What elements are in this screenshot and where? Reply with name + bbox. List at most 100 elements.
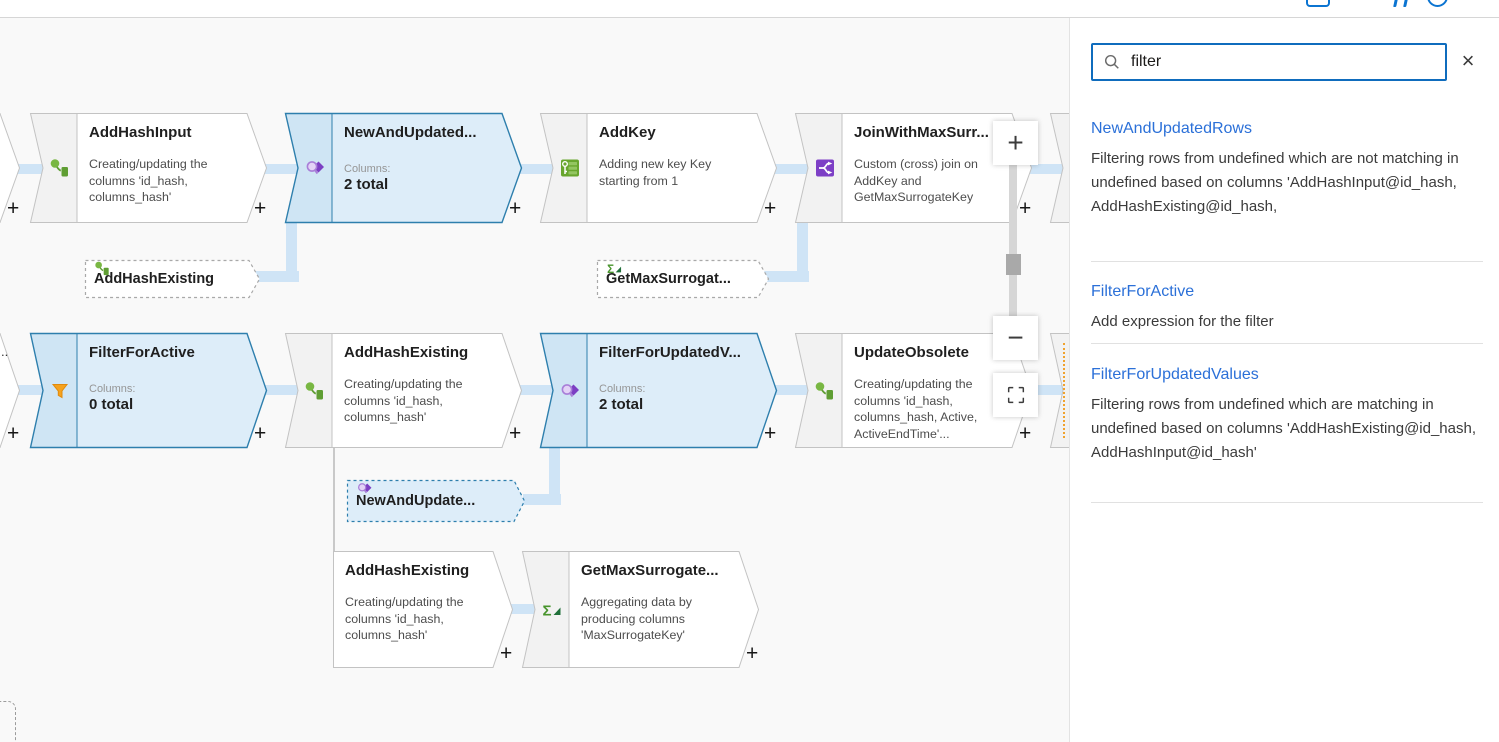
node-columns-value: 0 total [89,396,134,413]
exists-transformation-icon [561,383,579,397]
stream-connector [1030,164,1065,174]
derived-transformation-icon [305,381,323,399]
join-transformation-icon [816,159,834,177]
stream-connector [760,164,810,174]
search-result-description: Add expression for the filter [1091,313,1274,330]
graph-node-newandupdated-[interactable]: NewAndUpdated...Columns:2 total [284,112,523,224]
derived-transformation-icon [95,261,109,276]
branch-connector [333,448,335,551]
node-title: FilterForActive [89,344,195,361]
search-input[interactable] [1131,45,1445,79]
graph-node-joinwithmaxsurr-[interactable]: JoinWithMaxSurr...Custom (cross) join on… [794,113,1033,223]
fit-to-screen-button[interactable] [993,373,1038,417]
stream-connector [250,164,300,174]
derived-transformation-icon [815,381,833,399]
badge-label: AddHashExisting [94,271,215,287]
search-icon [1104,54,1119,69]
filter-transformation-icon [51,383,69,398]
node-title: GetMaxSurrogate... [581,562,719,579]
add-transformation-button[interactable]: + [500,642,513,665]
node-description: Creating/updating the columns 'id_hash, … [89,157,208,204]
stream-connector [503,604,538,614]
search-box[interactable] [1091,43,1447,81]
minus-icon: − [1007,322,1024,353]
stream-connector [3,385,45,395]
truncated-node-label: .. [1,344,9,359]
stream-connector [3,164,45,174]
node-title: AddKey [599,124,656,141]
add-transformation-button[interactable]: + [7,422,20,445]
add-transformation-button[interactable]: + [1019,422,1032,445]
node-columns-value: 2 total [599,396,644,413]
graph-node-partial[interactable] [1049,113,1069,223]
close-icon[interactable]: × [1461,48,1475,73]
stream-connector [760,385,810,395]
svg-text:Σ: Σ [543,602,552,619]
badge-label: NewAndUpdate... [356,493,476,509]
add-transformation-button[interactable]: + [254,422,267,445]
stream-connector [505,385,555,395]
search-result-link[interactable]: NewAndUpdatedRows [1091,120,1252,137]
node-columns-label: Columns: [89,383,136,395]
divider [1091,502,1483,503]
stream-connector [523,494,561,505]
node-title: FilterForUpdatedV... [599,344,741,361]
node-description: Creating/updating the columns 'id_hash, … [344,377,463,424]
add-transformation-button[interactable]: + [764,197,777,220]
search-result: FilterForActive Add expression for the f… [1091,283,1483,334]
add-transformation-button[interactable]: + [764,422,777,445]
graph-node-filterforupdatedv-[interactable]: FilterForUpdatedV... Columns:2 total [539,332,778,449]
stream-reference-badge-addhashexisting[interactable]: AddHashExisting [84,259,261,299]
badge-label: GetMaxSurrogat... [606,271,731,287]
node-columns-label: Columns: [599,383,646,395]
add-transformation-button[interactable]: + [254,197,267,220]
add-transformation-button[interactable]: + [7,197,20,220]
search-result-link[interactable]: FilterForActive [1091,283,1195,300]
node-description: Creating/updating the columns 'id_hash, … [854,377,978,441]
stream-connector [286,223,297,282]
key-transformation-icon [561,159,579,177]
add-transformation-button[interactable]: + [1019,197,1032,220]
node-title: AddHashExisting [345,562,470,579]
graph-node-partial[interactable] [0,333,21,448]
help-icon[interactable] [1427,0,1448,7]
stream-connector [255,271,299,282]
search-result-link[interactable]: FilterForUpdatedValues [1091,366,1259,383]
node-title: NewAndUpdated... [344,124,477,141]
add-transformation-button[interactable]: + [509,422,522,445]
add-transformation-button[interactable]: + [746,642,759,665]
search-results-panel: × NewAndUpdatedRows Filtering rows from … [1069,18,1499,742]
stream-connector [797,223,808,282]
node-title: AddHashExisting [344,344,469,361]
graph-node-partial[interactable] [1049,333,1069,448]
add-transformation-button[interactable]: + [509,197,522,220]
graph-node-partial[interactable] [0,113,21,223]
stream-connector [250,385,300,395]
stream-reference-badge-newandupdate-[interactable]: NewAndUpdate... [346,479,526,523]
search-result: NewAndUpdatedRows Filtering rows from un… [1091,120,1483,219]
top-toolbar [0,0,1499,18]
node-title: JoinWithMaxSurr... [854,124,989,141]
stream-connector [763,271,809,282]
zoom-in-button[interactable]: + [993,121,1038,165]
svg-text:Σ: Σ [607,264,614,276]
zoom-out-button[interactable]: − [993,316,1038,360]
zoom-slider-track[interactable] [1009,163,1017,318]
code-icon[interactable] [1403,0,1408,7]
exists-transformation-icon [306,161,324,175]
drop-zone-outline [0,701,16,742]
code-icon[interactable] [1393,0,1398,7]
zoom-slider-thumb[interactable] [1006,254,1021,275]
fit-to-screen-icon [1007,386,1024,404]
node-columns-value: 2 total [344,176,389,193]
guide-icon[interactable] [1306,0,1330,7]
